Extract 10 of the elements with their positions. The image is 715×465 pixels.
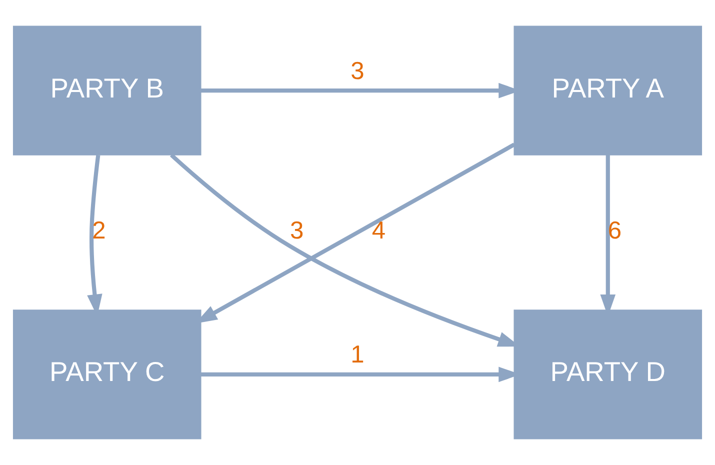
edge-label: 2 [92,218,106,245]
node-box: PARTY C [12,310,202,440]
edge-label: 4 [372,218,386,245]
edge-label: 1 [350,342,364,369]
node-box: PARTY B [12,26,202,156]
edge-label: 6 [608,218,622,245]
edge-label: 3 [290,218,304,245]
edge-label: 3 [350,58,364,85]
node-box: PARTY A [514,26,702,156]
node-box: PARTY D [514,310,702,440]
